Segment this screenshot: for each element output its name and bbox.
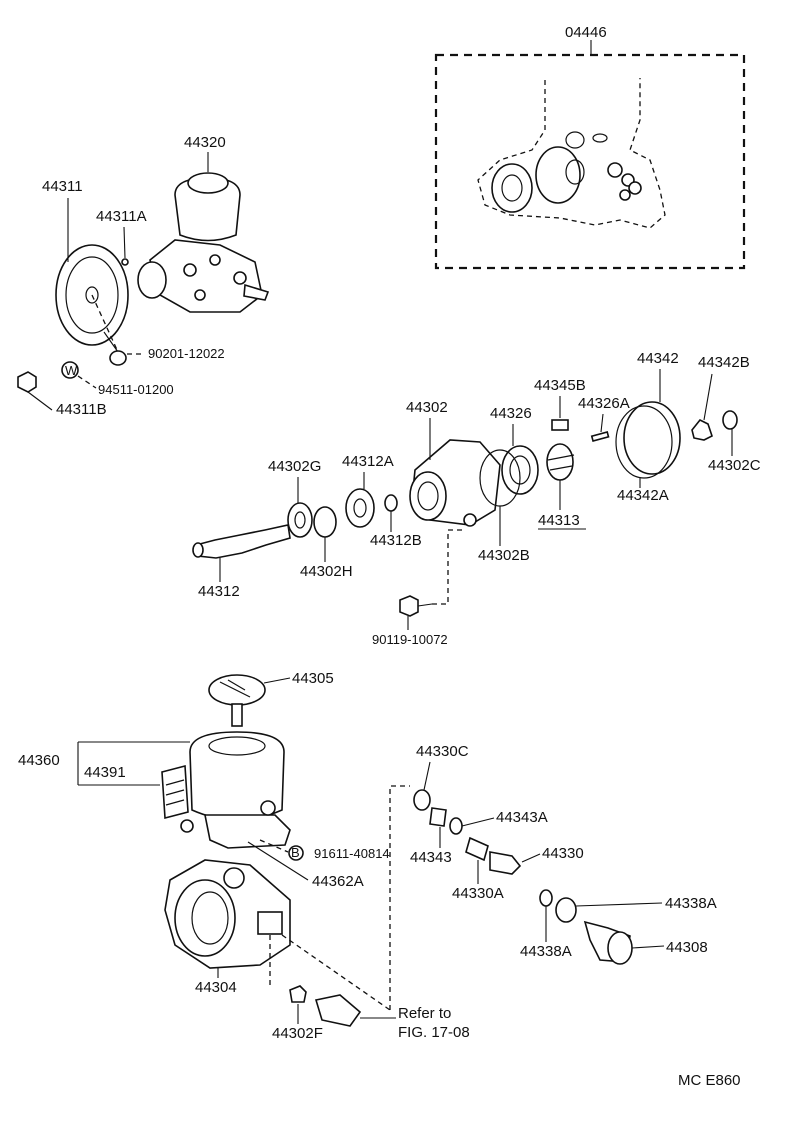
union-seat-oring <box>413 789 431 811</box>
kit-silhouette <box>477 78 666 229</box>
pump-assembly: W <box>17 172 270 393</box>
pulley-nut <box>17 371 37 393</box>
flow-spring <box>465 836 489 862</box>
oil-seal <box>287 502 313 538</box>
refer-text-line1: Refer to <box>398 1005 451 1022</box>
flow-control-parts <box>413 789 633 965</box>
reservoir-bracket <box>204 814 291 849</box>
label-44342A: 44342A <box>617 487 669 504</box>
label-44330A: 44330A <box>452 885 504 902</box>
rear-oring <box>615 405 673 479</box>
overhaul-kit-group: 04446 <box>434 24 746 270</box>
reservoir-cap <box>187 172 229 194</box>
label-91611-40814: 91611-40814 <box>314 846 390 861</box>
b-mark <box>288 845 304 861</box>
pulley-washer <box>109 350 127 366</box>
pump-internals <box>192 401 738 617</box>
label-44305: 44305 <box>292 670 334 687</box>
label-44302H: 44302H <box>300 563 353 580</box>
plug-oring-a <box>539 889 553 907</box>
label-44343A: 44343A <box>496 809 548 826</box>
label-44330: 44330 <box>542 845 584 862</box>
shaft-snap-ring <box>384 494 398 512</box>
label-44342: 44342 <box>637 350 679 367</box>
label-44312B: 44312B <box>370 532 422 549</box>
label-44338A-top: 44338A <box>665 895 717 912</box>
plug-oring-b <box>555 897 577 923</box>
reservoir-assembly <box>161 674 391 1027</box>
label-44342B: 44342B <box>698 354 750 371</box>
kit-oring-large <box>535 146 581 204</box>
union-oring <box>449 817 463 835</box>
b-mark-text: B <box>291 845 300 860</box>
straight-pin <box>590 431 610 442</box>
label-44311: 44311 <box>42 178 83 195</box>
snap-ring <box>313 506 337 538</box>
reservoir-outlet <box>260 800 276 816</box>
kit-small-oring <box>607 162 623 178</box>
kit-seal-ring <box>491 163 533 213</box>
cam-ring <box>501 445 539 495</box>
label-44312A: 44312A <box>342 453 394 470</box>
pressure-switch <box>314 994 362 1027</box>
label-44326: 44326 <box>490 405 532 422</box>
label-90119-10072: 90119-10072 <box>372 632 448 647</box>
label-44326A: 44326A <box>578 395 630 412</box>
kit-snap-ring <box>565 131 585 149</box>
spring <box>691 418 713 441</box>
label-44343: 44343 <box>410 849 452 866</box>
woodruff-key <box>121 258 129 266</box>
vane-plate <box>551 419 569 431</box>
w-washer <box>61 361 79 379</box>
dipstick-stem <box>231 703 243 727</box>
label-44362A: 44362A <box>312 873 364 890</box>
label-44320: 44320 <box>184 134 226 151</box>
label-44302F: 44302F <box>272 1025 323 1042</box>
label-44311A: 44311A <box>96 208 147 225</box>
label-90201-12022: 90201-12022 <box>148 346 225 361</box>
housing-port <box>257 911 283 935</box>
flow-control-valve <box>489 851 522 875</box>
kit-label: 04446 <box>565 24 607 41</box>
pump-reservoir <box>174 177 241 242</box>
bearing <box>345 488 375 528</box>
label-44302B: 44302B <box>478 547 530 564</box>
mounting-bolt <box>399 595 419 617</box>
rotor <box>546 443 574 481</box>
refer-text-line2: FIG. 17-08 <box>398 1024 470 1041</box>
label-44338A-bottom: 44338A <box>520 943 572 960</box>
label-44308: 44308 <box>666 939 708 956</box>
footer-code: MC E860 <box>678 1072 741 1089</box>
kit-dashed-frame <box>434 53 746 270</box>
label-44330C: 44330C <box>416 743 469 760</box>
label-44302C: 44302C <box>708 457 761 474</box>
shaft <box>195 524 291 559</box>
union-fitting <box>429 807 447 827</box>
w-mark: W <box>65 363 78 378</box>
label-44313: 44313 <box>538 512 580 529</box>
label-44360: 44360 <box>18 752 60 769</box>
label-44311B: 44311B <box>56 401 107 418</box>
label-44304: 44304 <box>195 979 237 996</box>
relief-plug <box>289 985 307 1003</box>
cover-oring <box>722 410 738 430</box>
label-94511-01200: 94511-01200 <box>98 382 174 397</box>
label-44345B: 44345B <box>534 377 586 394</box>
label-44391: 44391 <box>84 764 126 781</box>
label-44312: 44312 <box>198 583 240 600</box>
label-44302G: 44302G <box>268 458 321 475</box>
label-44302: 44302 <box>406 399 448 416</box>
